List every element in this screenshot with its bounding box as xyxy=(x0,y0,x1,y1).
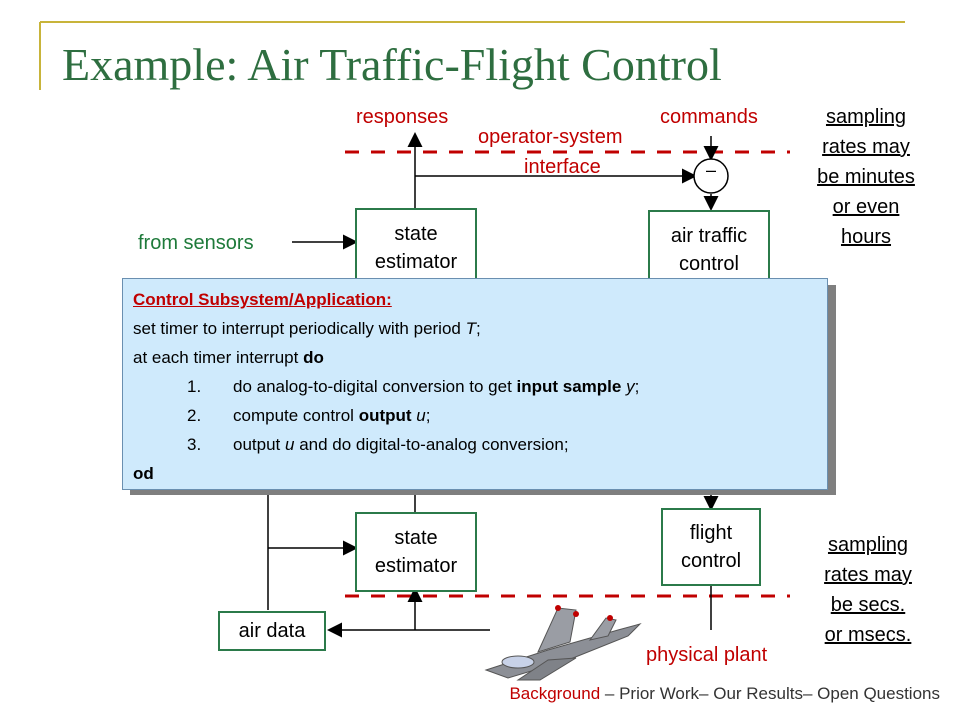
panel-step-2: 2.compute control output u; xyxy=(187,406,431,425)
panel-step-1: 1.do analog-to-digital conversion to get… xyxy=(187,377,640,396)
summing-sign: – xyxy=(705,160,716,180)
panel-closing: od xyxy=(133,464,154,483)
panel-line-interrupt: at each timer interrupt do xyxy=(133,348,324,367)
from-sensors-label: from sensors xyxy=(138,232,254,254)
physical-plant-label: physical plant xyxy=(646,644,768,666)
interface-label-line1: operator-system xyxy=(478,126,623,148)
summing-junction-icon xyxy=(693,158,729,194)
air-data-box: air data xyxy=(218,611,326,651)
control-subsystem-panel: Control Subsystem/Application: set timer… xyxy=(122,278,828,490)
page-title: Example: Air Traffic-Flight Control xyxy=(62,39,722,90)
interface-label-line2: interface xyxy=(524,156,601,178)
panel-step-3: 3.output u and do digital-to-analog conv… xyxy=(187,435,569,454)
jet-aircraft-icon xyxy=(484,605,642,681)
footer-nav: Background – Prior Work– Our Results– Op… xyxy=(509,684,940,704)
footer-current-section: Background xyxy=(509,684,601,703)
responses-label: responses xyxy=(356,106,449,128)
commands-label: commands xyxy=(660,106,758,128)
sampling-note-bottom: sampling rates may be secs. or msecs. xyxy=(824,534,912,646)
footer-rest: – Prior Work– Our Results– Open Question… xyxy=(600,684,940,703)
panel-heading: Control Subsystem/Application: xyxy=(133,290,392,309)
panel-line-timer: set timer to interrupt periodically with… xyxy=(133,319,481,338)
sampling-note-top: sampling rates may be minutes or even ho… xyxy=(817,106,915,248)
